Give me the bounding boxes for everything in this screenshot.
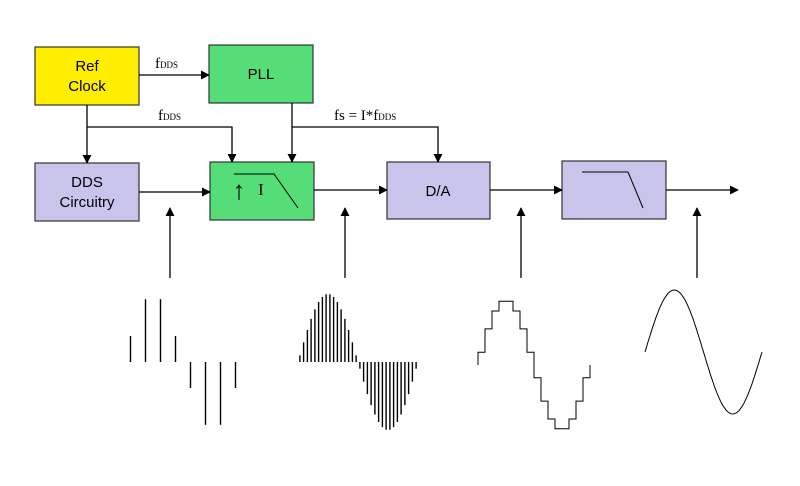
dac-staircase <box>477 300 591 430</box>
pll-label: PLL <box>248 66 275 83</box>
ref-clock-block: Ref Clock <box>34 46 140 106</box>
dds-label-line2: Circuitry <box>60 194 115 211</box>
fs-label: fs = I*fDDS <box>334 108 396 124</box>
dac-label: D/A <box>425 183 450 200</box>
pll-block: PLL <box>208 44 314 104</box>
dac-block: D/A <box>386 161 491 220</box>
probe-arrows <box>165 207 702 278</box>
lowpass-filter-block <box>561 160 667 220</box>
dds-output-impulses <box>129 299 237 425</box>
ref-clock-label-line1: Ref <box>75 58 99 75</box>
ref-to-interpolator-arrow <box>87 126 237 163</box>
interpolation-factor-label: I <box>258 180 264 199</box>
interpolator-block: ↑ I <box>209 161 315 221</box>
interpolator-filter-icon <box>234 173 299 209</box>
filter-box <box>561 160 667 220</box>
filtered-sine <box>644 289 763 415</box>
interpolator-box <box>209 161 315 221</box>
interpolated-impulses <box>299 294 417 430</box>
lowpass-filter-icon <box>582 171 644 209</box>
connections <box>82 70 739 197</box>
up-arrow-icon: ↑ <box>233 176 246 205</box>
dds-circuitry-block: DDS Circuitry <box>34 162 140 222</box>
ref-clock-label-line2: Clock <box>68 78 106 95</box>
fdds-label-top: fDDS <box>155 56 178 72</box>
fdds-label-mid: fDDS <box>158 108 181 124</box>
dds-circuitry-box <box>34 162 140 222</box>
ref-clock-box <box>34 46 140 106</box>
pll-to-dac-arrow <box>292 126 443 163</box>
pll-box <box>208 44 314 104</box>
dds-label-line1: DDS <box>71 174 103 191</box>
